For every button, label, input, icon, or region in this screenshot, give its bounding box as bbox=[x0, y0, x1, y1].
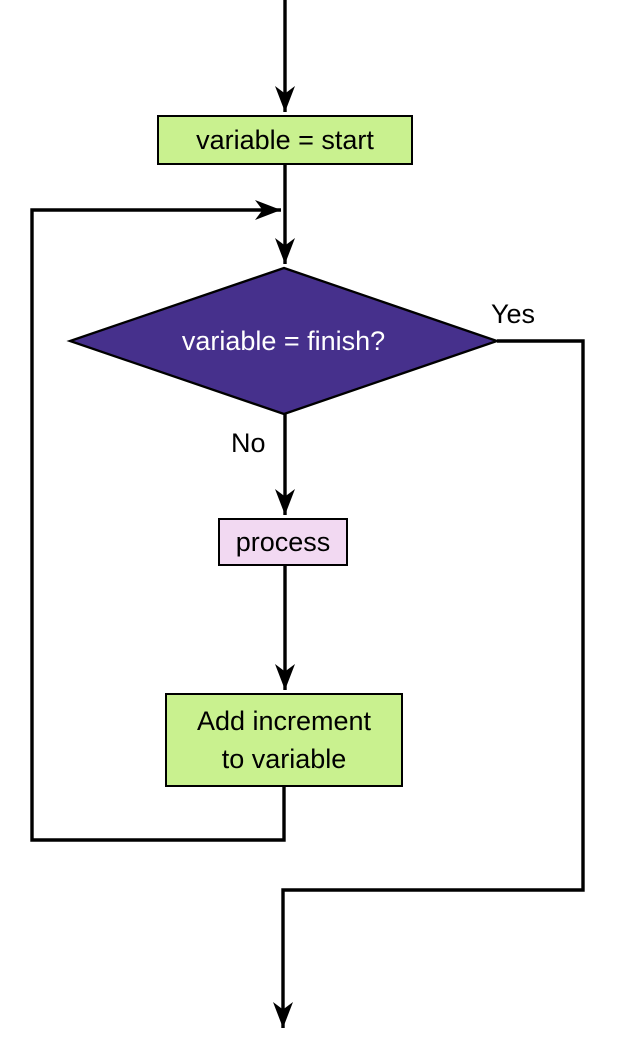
node-increment-box: Add increment to variable bbox=[165, 693, 403, 787]
node-increment-label-line2: to variable bbox=[221, 744, 347, 774]
edge-label-yes: Yes bbox=[491, 299, 536, 329]
node-increment-label-line1: Add increment bbox=[196, 705, 372, 736]
node-start-label: variable = start bbox=[196, 124, 374, 155]
node-process-box: process bbox=[218, 518, 348, 566]
edge-yes-branch-exit bbox=[273, 339, 585, 1028]
edge-loop-back bbox=[30, 200, 286, 842]
node-start-box: variable = start bbox=[157, 115, 413, 165]
node-decision-diamond bbox=[66, 266, 501, 416]
edge-label-no: No bbox=[231, 428, 266, 458]
node-process-label: process bbox=[235, 526, 331, 557]
